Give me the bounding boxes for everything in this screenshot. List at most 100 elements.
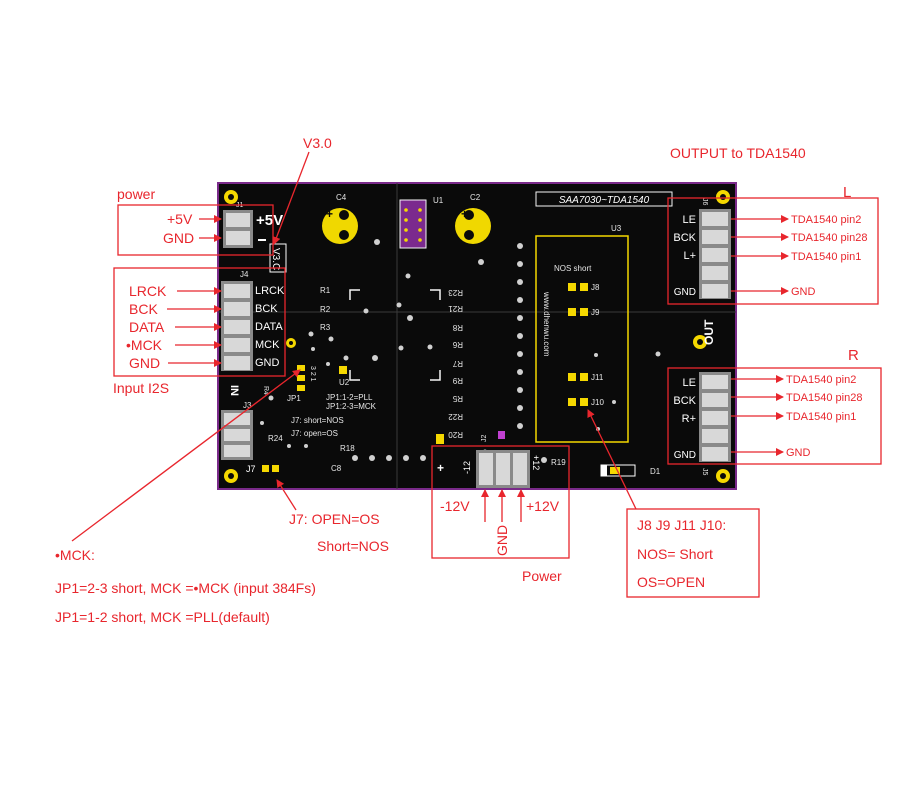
mounting-hole-bottom-right: [716, 469, 730, 483]
d1-pad: [610, 467, 620, 474]
L-pin28-label: TDA1540 pin28: [791, 232, 867, 244]
board-out-label: OUT: [702, 319, 716, 345]
nos-short-label: NOS short: [554, 264, 592, 273]
board-plus12: +12: [531, 455, 541, 470]
r4-label: R4: [262, 386, 269, 395]
j6-pin-le: LE: [683, 214, 696, 226]
j11-pads: [568, 373, 588, 381]
r8-label: R8: [452, 323, 463, 332]
power-bottom-box: [431, 445, 570, 559]
u3-label: U3: [611, 224, 622, 233]
j6-pin-lplus: L+: [683, 250, 696, 262]
mck-note-line1: JP1=2-3 short, MCK =•MCK (input 384Fs): [55, 580, 316, 596]
jumper-note-title: J8 J9 J11 J10:: [637, 517, 726, 533]
annotations: [71, 151, 882, 598]
j7-pad-1: [262, 465, 269, 472]
d1-band: [601, 465, 607, 476]
j6-header: [699, 209, 731, 299]
board-v3c: V3.C: [270, 248, 281, 270]
plus12v-label: +12V: [526, 498, 560, 514]
capacitor-c4: +: [322, 207, 358, 244]
gnd-top-label: GND: [163, 230, 194, 246]
j8-label: J8: [591, 283, 600, 292]
board-website: www.dhenwu.com: [542, 291, 551, 357]
svg-text:+: +: [326, 207, 333, 221]
channel-R-label: R: [848, 347, 859, 364]
j4-pin-lrck: LRCK: [255, 285, 285, 297]
data-label: DATA: [129, 319, 165, 335]
r6-label: R6: [452, 340, 463, 349]
L-pin2-label: TDA1540 pin2: [791, 214, 861, 226]
output-title: OUTPUT to TDA1540: [670, 145, 806, 161]
j11-label: J11: [591, 373, 604, 382]
j6-label: J6: [701, 198, 708, 206]
pcb-board: SAA7030~TDA1540 J1 +5V V3.C J4 LRCK BCK …: [217, 182, 737, 490]
output-R-box: [667, 367, 882, 465]
mck-title: •MCK:: [55, 547, 95, 563]
board-title-box: [535, 191, 673, 207]
plus5v-label: +5V: [167, 211, 193, 227]
R-pin2-label: TDA1540 pin2: [786, 374, 856, 386]
r23-label: R23: [448, 288, 463, 297]
r19-label: R19: [551, 458, 566, 467]
j5-pin-le: LE: [683, 377, 696, 389]
u3-outline: [535, 235, 629, 443]
j3-header: [221, 410, 253, 460]
j7-note-short: J7: short=NOS: [291, 416, 344, 425]
r1-label: R1: [320, 286, 331, 295]
j5-pin-bck: BCK: [673, 395, 696, 407]
j7-nos-label: Short=NOS: [317, 538, 389, 554]
j2-marker-yellow: [436, 434, 444, 444]
power-top-label: power: [117, 186, 155, 202]
j2-marker-purple: [498, 431, 505, 439]
mounting-hole-mid-left: [286, 338, 296, 348]
j10-label: J10: [591, 398, 604, 407]
mounting-hole-top-left: [224, 190, 238, 204]
board-in-label: IN: [228, 385, 240, 396]
j4-pin-data: DATA: [255, 321, 283, 333]
mck-note-arrow: [71, 369, 301, 542]
r5-label: R5: [452, 394, 463, 403]
mounting-hole-bottom-left: [224, 469, 238, 483]
u2-marker: [339, 366, 347, 374]
svg-text:+: +: [461, 207, 468, 221]
jumper-note-nos: NOS= Short: [637, 546, 713, 562]
jumper-note-box: [626, 508, 760, 598]
j7-os-label: J7: OPEN=OS: [289, 511, 380, 527]
power-box: [117, 204, 274, 256]
R-pin28-label: TDA1540 pin28: [786, 392, 862, 404]
L-pin1-label: TDA1540 pin1: [791, 251, 861, 263]
gnd-i2s-label: GND: [129, 355, 160, 371]
j5-header: [699, 372, 731, 462]
j9-pads: [568, 308, 588, 316]
gnd-power-label: GND: [494, 525, 510, 556]
j4-pin-gnd: GND: [255, 357, 280, 369]
jp1-note-mck: JP1:2-3=MCK: [326, 402, 377, 411]
board-title: SAA7030~TDA1540: [559, 195, 650, 206]
c4-label: C4: [336, 193, 347, 202]
j5-pin-rplus: R+: [682, 413, 696, 425]
bck-label: BCK: [129, 301, 158, 317]
r18-label: R18: [340, 444, 355, 453]
u2-label: U2: [339, 378, 350, 387]
j9-label: J9: [591, 308, 600, 317]
lrck-label: LRCK: [129, 283, 167, 299]
j10-pads: [568, 398, 588, 406]
jp1-note-pll: JP1:1-2=PLL: [326, 393, 373, 402]
jumper-note-os: OS=OPEN: [637, 574, 705, 590]
r22-label: R22: [448, 412, 463, 421]
j2-label: J2: [481, 435, 488, 443]
u1-label: U1: [433, 196, 444, 205]
j5-label: J5: [701, 468, 708, 476]
v30-label: V3.0: [303, 135, 332, 151]
output-L-box: [667, 197, 879, 305]
annotation-texts: V3.0 OUTPUT to TDA1540 power +5V GND LRC…: [55, 135, 867, 625]
r24-label: R24: [268, 434, 283, 443]
board-plus5v: +5V: [256, 212, 283, 229]
u2-outline: [349, 289, 441, 381]
jumper-note-arrow: [587, 409, 637, 510]
r9-label: R9: [452, 376, 463, 385]
capacitor-c2: +: [455, 207, 491, 244]
j1-header: [223, 210, 253, 248]
power-bottom-label: Power: [522, 568, 562, 584]
